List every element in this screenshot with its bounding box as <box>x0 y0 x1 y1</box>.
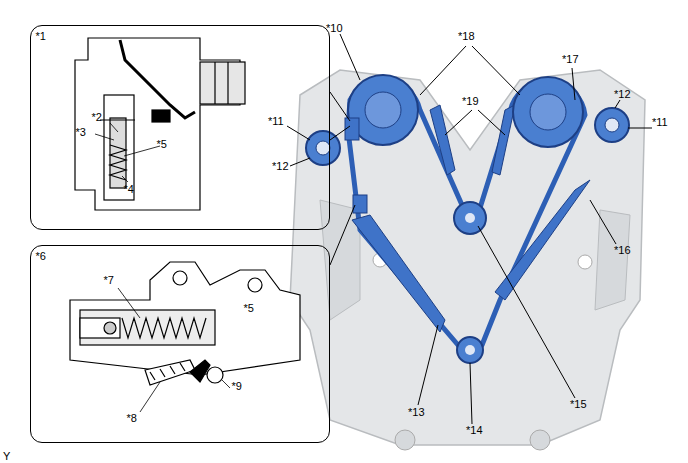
callout-number: *13 <box>408 406 425 418</box>
callout-number: *3 <box>76 126 86 138</box>
callout-number: *16 <box>614 244 631 256</box>
callout-number: *6 <box>36 250 46 262</box>
callout-number: *9 <box>232 380 242 392</box>
callout-number: *2 <box>92 111 102 123</box>
callout-number: *14 <box>466 424 483 436</box>
callout-number: *10 <box>326 22 343 34</box>
callout-number: *11 <box>652 116 668 128</box>
callout-number: *8 <box>127 412 137 424</box>
inset-box: *6 *7 *5 *9 *8 <box>30 245 330 443</box>
callout-number: *15 <box>570 398 587 410</box>
callout-number: *18 <box>458 30 475 42</box>
callout-number: *5 <box>157 138 167 150</box>
callout-number: *5 <box>244 302 254 314</box>
callout-number: *1 <box>36 30 46 42</box>
inset-box: *1 *2 *3 *5 *4 <box>30 25 330 230</box>
callout-number: *17 <box>562 53 579 65</box>
callout-number: *12 <box>614 88 631 100</box>
callout-number: *4 <box>124 183 134 195</box>
callout-number: Y <box>3 450 10 462</box>
callout-number: *19 <box>462 95 479 107</box>
callout-number: *7 <box>104 274 114 286</box>
callout-number: *11 <box>268 115 284 127</box>
callout-number: *12 <box>272 160 289 172</box>
